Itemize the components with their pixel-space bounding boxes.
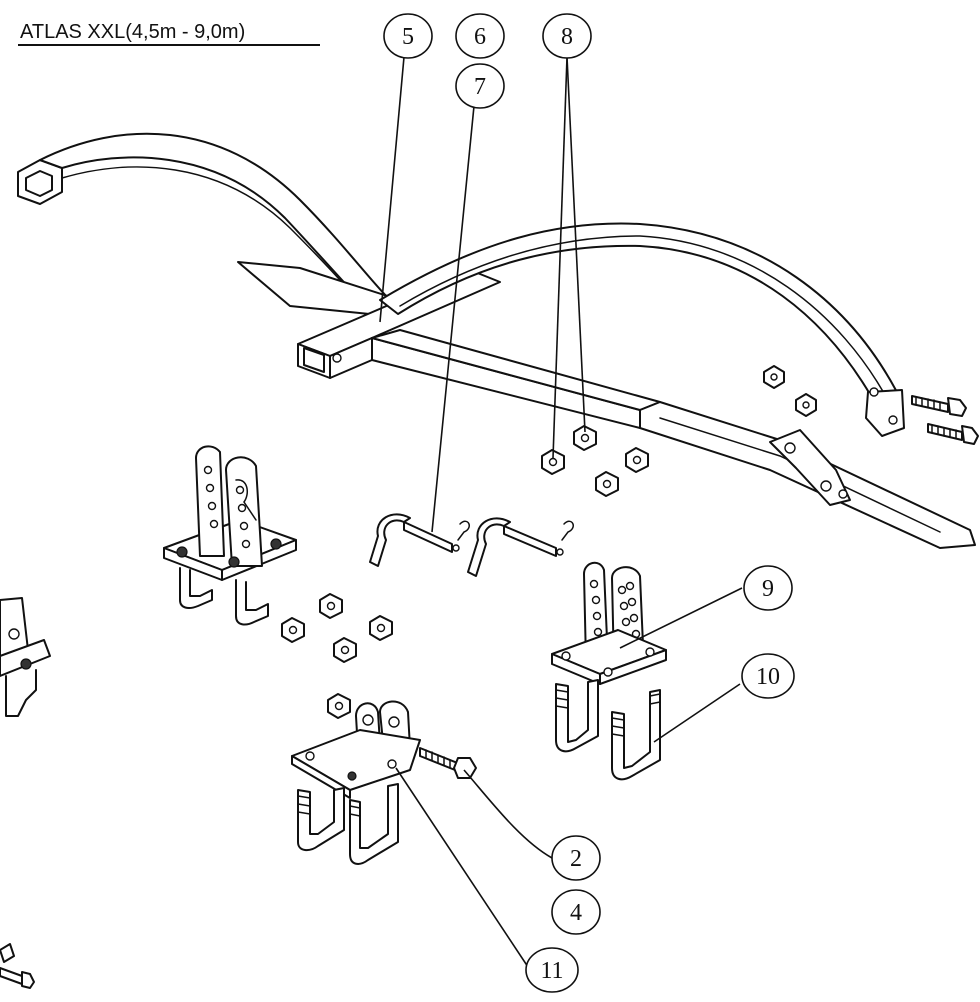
callout-6: 6 xyxy=(455,13,505,59)
callout-9-label: 9 xyxy=(762,576,774,602)
callout-8: 8 xyxy=(542,13,592,59)
mounting-bracket-center xyxy=(291,693,421,865)
bolt-right-upper xyxy=(911,395,967,417)
callout-10-label: 10 xyxy=(756,664,780,690)
frame-beam-assembly xyxy=(297,222,976,549)
nut-group-center xyxy=(281,593,393,663)
callout-5: 5 xyxy=(383,13,433,59)
callout-7: 7 xyxy=(455,63,505,109)
hex-bolt-2 xyxy=(419,747,477,779)
mounting-bracket-edge xyxy=(0,597,51,717)
callout-4: 4 xyxy=(551,889,601,935)
leader-lines xyxy=(379,56,743,971)
callout-8-label: 8 xyxy=(561,24,573,50)
callout-2-label: 2 xyxy=(570,846,582,872)
callout-11: 11 xyxy=(525,947,579,993)
linch-pin-left xyxy=(369,513,470,567)
callout-9: 9 xyxy=(743,565,793,611)
callout-5-label: 5 xyxy=(402,24,414,50)
curved-tine-arm-left xyxy=(17,132,401,317)
nut-cluster-8 xyxy=(541,425,649,497)
diagram-title: ATLAS XXL(4,5m - 9,0m) xyxy=(20,21,245,43)
mounting-bracket-left xyxy=(163,445,297,626)
callout-2: 2 xyxy=(551,835,601,881)
callout-6-label: 6 xyxy=(474,24,486,50)
callout-4-label: 4 xyxy=(570,900,582,926)
linch-pin-right xyxy=(467,517,574,577)
mounting-bracket-right xyxy=(551,561,667,781)
bolt-edge-bottom-left xyxy=(0,943,35,989)
callout-10: 10 xyxy=(741,653,795,699)
bolt-right-lower xyxy=(927,423,979,445)
callout-11-label: 11 xyxy=(540,958,563,984)
callout-7-label: 7 xyxy=(474,74,486,100)
